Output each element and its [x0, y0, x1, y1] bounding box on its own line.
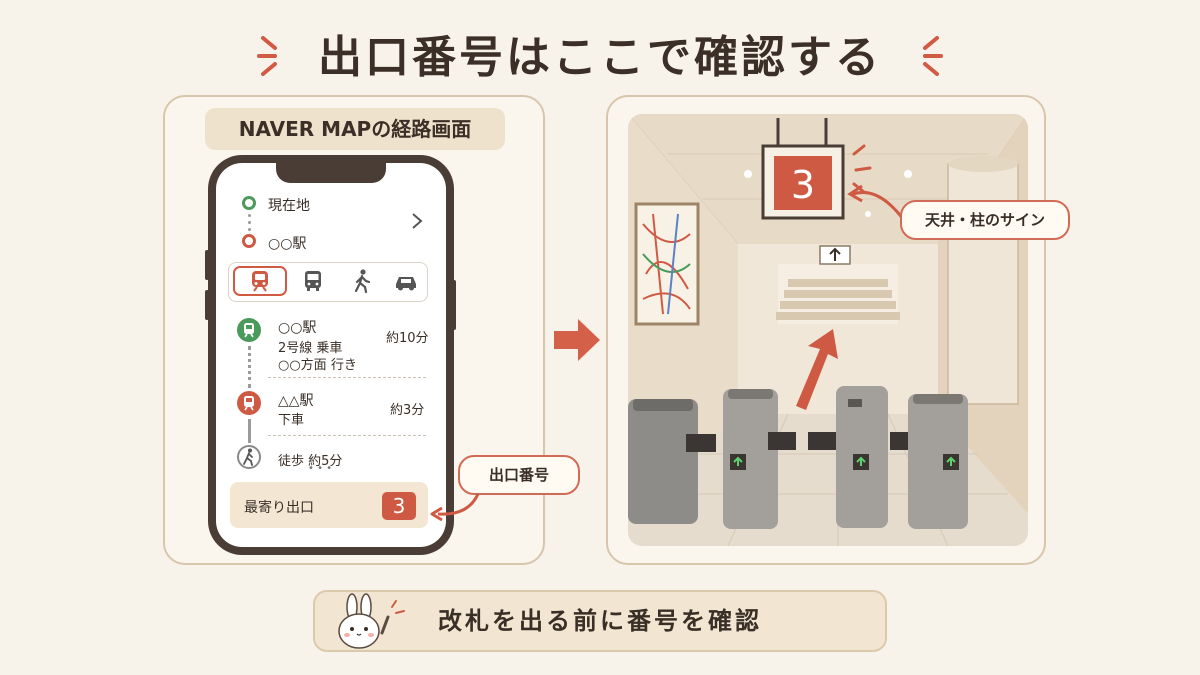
route-divider	[268, 377, 426, 378]
origin-marker-icon	[242, 196, 256, 210]
connector-dot	[248, 228, 251, 231]
arrow-right-icon	[554, 319, 600, 361]
walk-step-icon	[237, 445, 261, 469]
boarding-train-icon	[237, 318, 261, 342]
connector-dot	[248, 221, 251, 224]
destination-label[interactable]: ○○駅	[268, 236, 307, 252]
alighting-station: △△駅	[278, 393, 314, 409]
sign-location-callout: 天井・柱のサイン	[900, 200, 1070, 240]
phone-power-button	[452, 280, 456, 330]
car-icon[interactable]	[393, 272, 419, 292]
page-title: 出口番号はここで確認する	[318, 32, 882, 83]
exit-number-callout: 出口番号	[458, 455, 580, 495]
connector-dot	[248, 214, 251, 217]
emphasis-burst-left-icon	[257, 36, 277, 76]
nearest-exit-number: 3	[382, 492, 416, 520]
phone-volume-button	[205, 290, 209, 320]
panel-label: NAVER MAPの経路画面	[205, 108, 505, 150]
callout-arrow-icon	[430, 493, 480, 522]
phone-notch	[276, 163, 386, 183]
reminder-text: 改札を出る前に番号を確認	[438, 607, 762, 635]
destination-marker-icon	[242, 234, 256, 248]
alighting-train-icon	[237, 391, 261, 415]
walk-icon[interactable]	[352, 268, 372, 294]
walk-time: 徒歩 約5分	[278, 454, 343, 469]
more-dots: • • •	[308, 463, 333, 474]
origin-label[interactable]: 現在地	[268, 198, 310, 214]
boarding-line: 2号線 乗車	[278, 341, 343, 356]
chevron-right-icon[interactable]	[410, 212, 424, 230]
emphasis-burst-right-icon	[923, 36, 943, 76]
boarding-direction: ○○方面 行き	[278, 358, 357, 373]
boarding-station: ○○駅	[278, 320, 317, 336]
station-illustration: 3	[628, 114, 1028, 546]
route-connector	[248, 419, 251, 443]
alighting-action: 下車	[278, 413, 305, 428]
bunny-mascot-icon	[338, 593, 405, 649]
bus-icon[interactable]	[302, 269, 324, 293]
transfer-time: 約3分	[390, 403, 425, 418]
phone-volume-button	[205, 250, 209, 280]
reminder-bar	[313, 590, 887, 652]
subway-icon	[252, 271, 268, 292]
route-divider	[268, 435, 426, 436]
nearest-exit-label: 最寄り出口	[244, 500, 314, 516]
ceiling-sign-number: 3	[791, 163, 815, 207]
ride-time: 約10分	[386, 331, 429, 346]
route-connector	[248, 346, 251, 388]
